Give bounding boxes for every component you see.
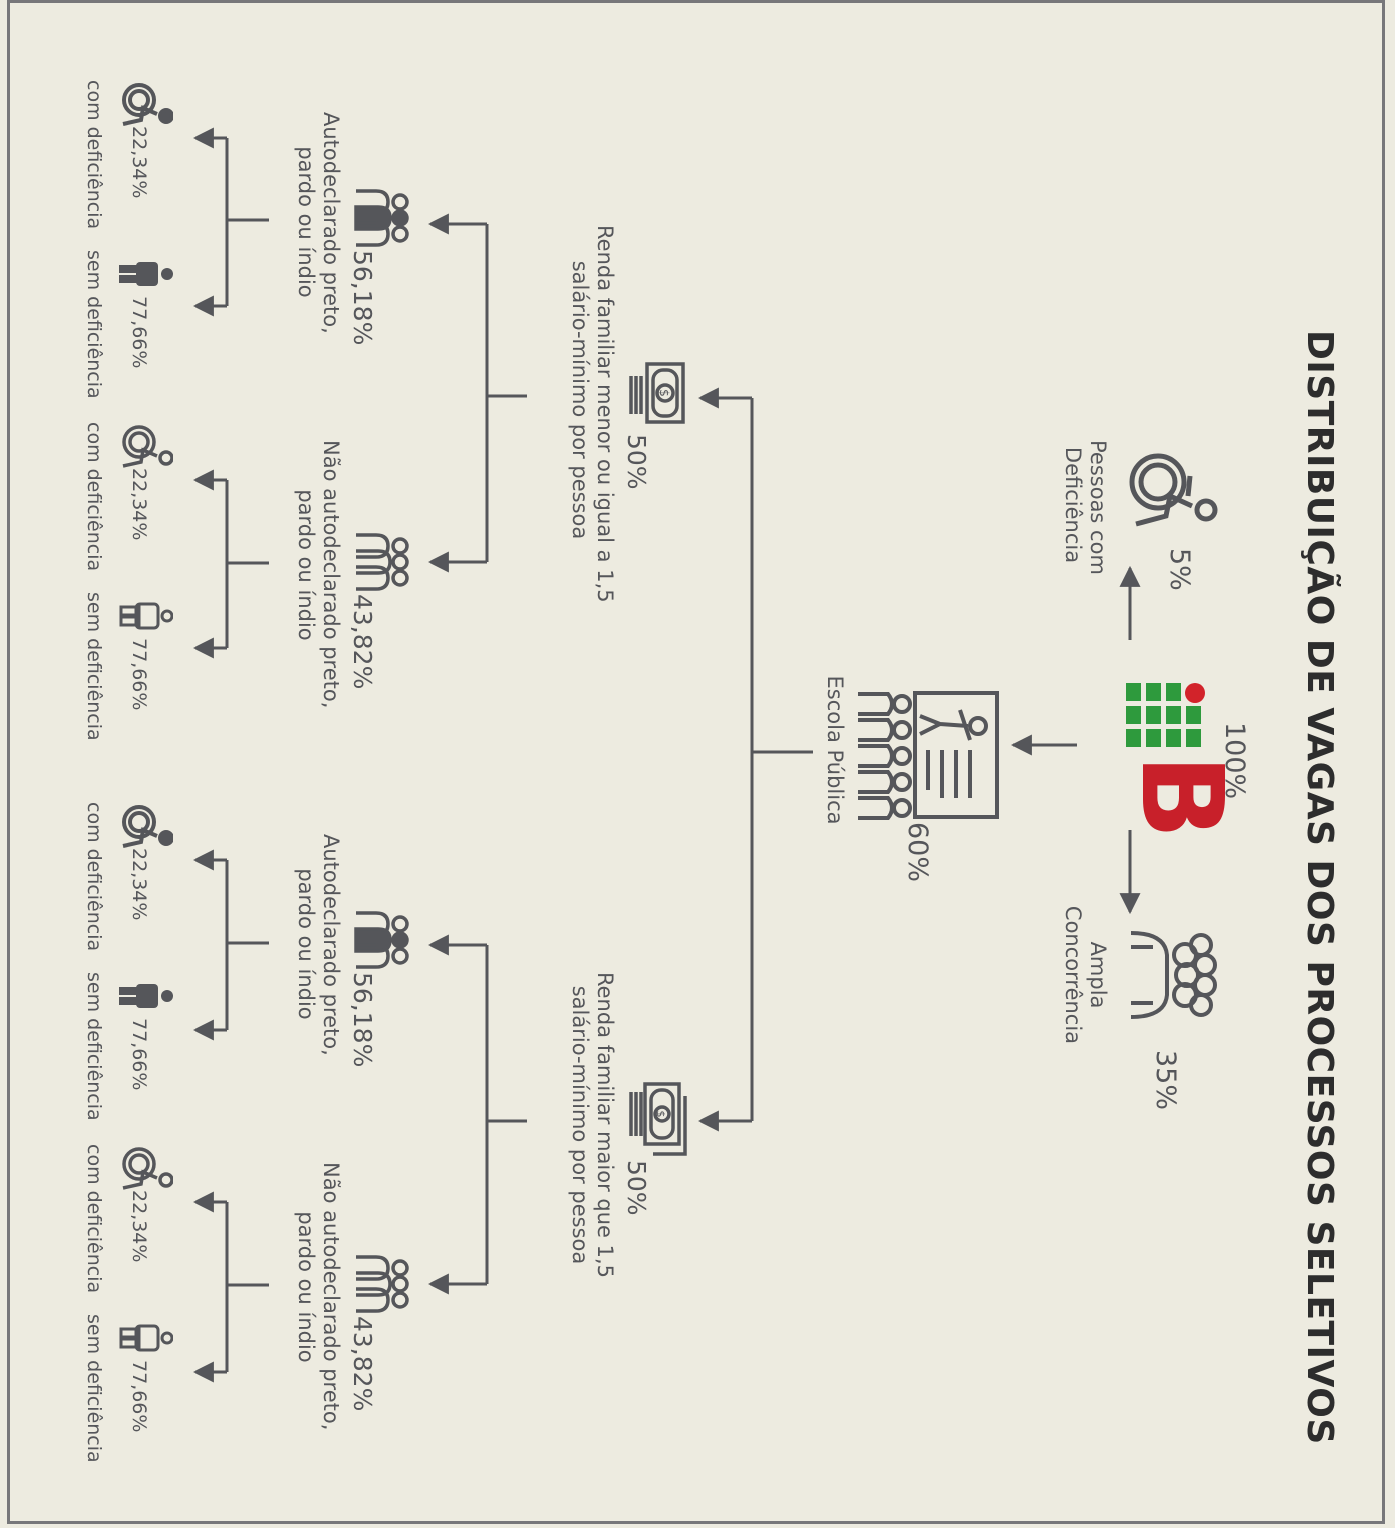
person-outline-icon — [119, 602, 173, 630]
high-r2-without-disability-label: sem deficiência — [83, 1314, 105, 1463]
high-r1-without-disability-label: sem deficiência — [83, 972, 105, 1121]
high-r2-with-disability-percent: 22,34% — [128, 1190, 150, 1263]
low-r1-without-disability-label: sem deficiência — [83, 250, 105, 399]
money-bills-coins-icon: $ — [629, 1082, 687, 1156]
ifb-logo: B — [1109, 678, 1246, 839]
group-highlighted-icon — [354, 911, 409, 969]
low-r1-with-disability-label: com deficiência — [83, 80, 105, 230]
wheelchair-outline-icon — [122, 1147, 173, 1190]
high-r2-with-disability-label: com deficiência — [83, 1144, 105, 1294]
high-r1-with-disability-label: com deficiência — [83, 802, 105, 952]
wheelchair-icon — [122, 805, 173, 848]
low-income-label: Renda familiar menor ou igual a 1,5 salá… — [568, 225, 617, 603]
low-income-percent: 50% — [622, 434, 651, 490]
high-race1-percent: 56,18% — [348, 972, 377, 1068]
high-race2-percent: 43,82% — [348, 1316, 377, 1412]
svg-text:$: $ — [654, 1111, 667, 1118]
high-race1-label: Autodeclarado preto, pardo ou índio — [294, 834, 343, 1056]
low-r2-without-disability-percent: 77,66% — [128, 638, 150, 711]
low-r1-without-disability-percent: 77,66% — [128, 296, 150, 369]
low-r2-with-disability-percent: 22,34% — [128, 468, 150, 541]
wheelchair-outline-icon — [122, 425, 173, 468]
wheelchair-icon — [1129, 453, 1218, 527]
low-r1-with-disability-percent: 22,34% — [128, 126, 150, 199]
public-school-percent: 60% — [902, 822, 933, 883]
high-income-percent: 50% — [622, 1160, 651, 1216]
page-title: DISTRIBUIÇÃO DE VAGAS DOS PROCESSOS SELE… — [1299, 330, 1340, 1445]
school-classroom-icon — [858, 691, 999, 820]
low-race2-label: Não autodeclarado preto, pardo ou índio — [294, 440, 343, 709]
high-r1-without-disability-percent: 77,66% — [128, 1018, 150, 1091]
high-race2-label: Não autodeclarado preto, pardo ou índio — [294, 1162, 343, 1431]
open-competition-percent: 35% — [1150, 1050, 1181, 1111]
person-filled-icon — [119, 984, 173, 1008]
person-outline-icon — [119, 1324, 173, 1352]
low-r2-with-disability-label: com deficiência — [83, 422, 105, 572]
wheelchair-icon — [122, 83, 173, 126]
high-income-label: Renda familiar maior que 1,5 salário-mín… — [568, 971, 617, 1279]
high-r2-without-disability-percent: 77,66% — [128, 1360, 150, 1433]
disabled-percent: 5% — [1164, 548, 1195, 591]
group-outline-icon — [356, 1255, 409, 1313]
open-competition-label: Ampla Concorrência — [1061, 905, 1110, 1045]
money-bill-coins-icon: $ — [629, 362, 685, 424]
disabled-label: Pessoas com Deficiência — [1061, 440, 1110, 575]
group-outline-icon — [356, 533, 409, 591]
high-r1-with-disability-percent: 22,34% — [128, 848, 150, 921]
public-school-label: Escola Pública — [823, 675, 847, 825]
low-race1-percent: 56,18% — [348, 250, 377, 346]
person-filled-icon — [119, 262, 173, 286]
low-r2-without-disability-label: sem deficiência — [83, 592, 105, 741]
low-race2-percent: 43,82% — [348, 594, 377, 690]
group-highlighted-icon — [354, 189, 409, 247]
svg-text:$: $ — [657, 389, 671, 397]
low-race1-label: Autodeclarado preto, pardo ou índio — [294, 112, 343, 334]
crowd-icon — [1130, 931, 1217, 1019]
